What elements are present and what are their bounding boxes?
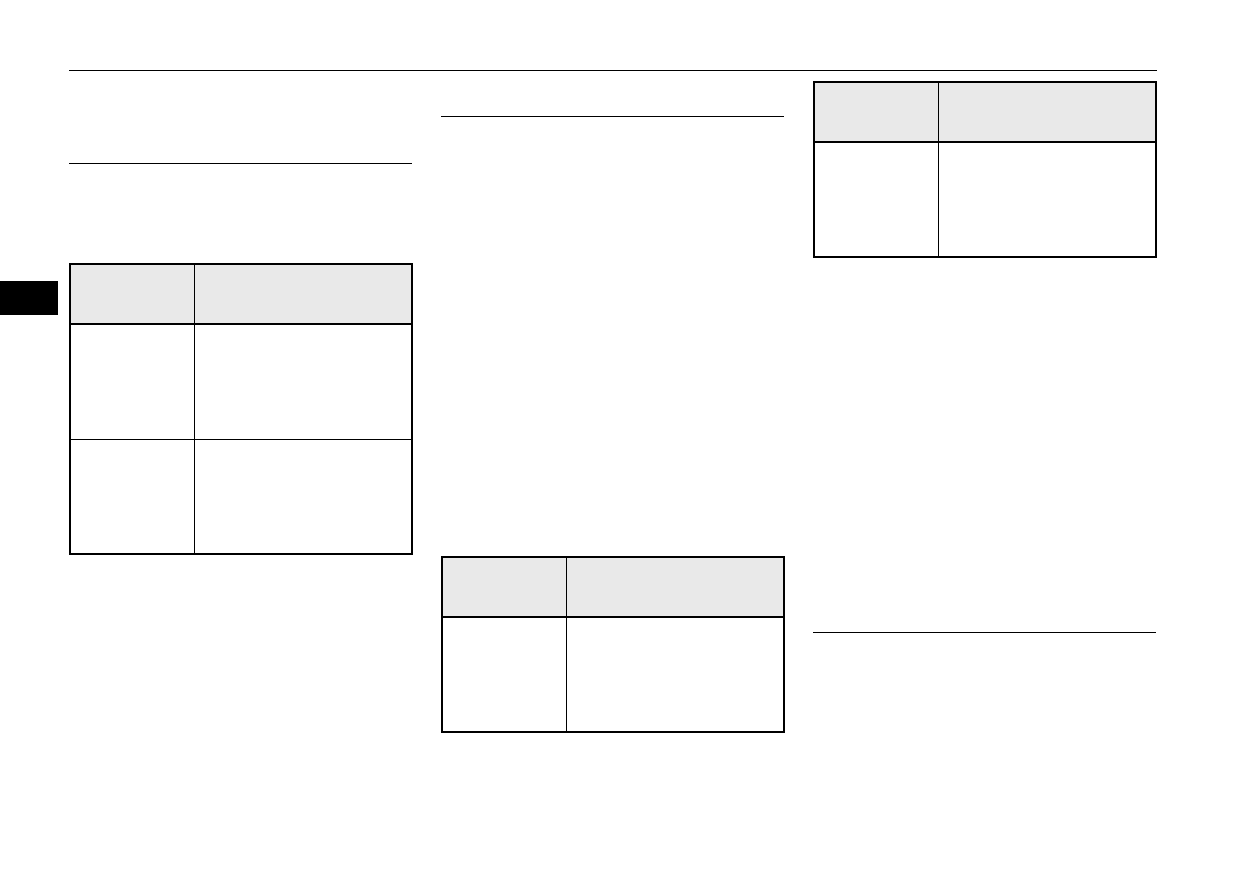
table-cell	[193, 438, 413, 555]
table-header-cell	[565, 556, 785, 618]
table-cell	[937, 141, 1157, 258]
table-cell	[441, 616, 567, 733]
table-header-cell	[69, 263, 195, 325]
table-header-cell	[193, 263, 413, 325]
table-cell	[193, 323, 413, 440]
table-header-cell	[937, 81, 1157, 143]
table-cell	[565, 616, 785, 733]
page-header-rule	[69, 70, 1157, 71]
section-rule-col1	[69, 163, 412, 164]
spec-table-2	[441, 556, 785, 733]
section-rule-col2	[441, 116, 784, 117]
table-cell	[813, 141, 939, 258]
spec-table-3	[813, 81, 1157, 258]
section-rule-col3	[813, 632, 1156, 633]
table-cell	[69, 323, 195, 440]
table-header-cell	[813, 81, 939, 143]
table-header-cell	[441, 556, 567, 618]
section-tab-marker	[0, 281, 58, 315]
spec-table-1	[69, 263, 413, 555]
table-cell	[69, 438, 195, 555]
